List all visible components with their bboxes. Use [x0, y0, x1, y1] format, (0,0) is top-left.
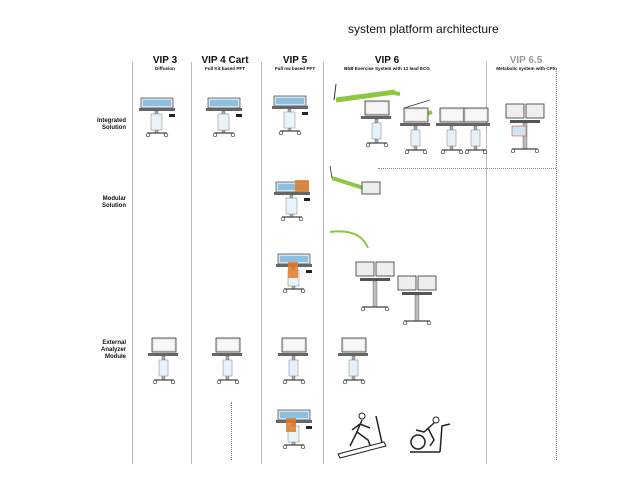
column-header-vip6: VIP 6 BbB Exercise System with 12 lead E… — [332, 55, 442, 71]
cart-icon — [138, 97, 176, 138]
column-title: VIP 4 Cart — [201, 55, 249, 66]
column-header-vip5: VIP 5 Full nw based PFT — [262, 55, 328, 71]
column-header-vip6-5: VIP 6.5 Metabolic system with CPX — [488, 55, 564, 71]
dotted-marker — [231, 402, 232, 460]
boom-arm-icon — [333, 83, 401, 103]
cart-icon — [205, 97, 243, 138]
monitor-icon — [360, 100, 392, 148]
column-subtitle: BbB Exercise System with 12 lead ECG — [344, 66, 430, 71]
column-divider — [261, 62, 262, 464]
column-title: VIP 6.5 — [509, 55, 543, 66]
monitor-icon — [397, 275, 437, 326]
column-header-vip4-cart: VIP 4 Cart Full Kit based PFT — [188, 55, 262, 71]
cart-icon — [271, 95, 309, 136]
monitor-icon — [355, 261, 395, 312]
column-title: VIP 5 — [282, 55, 308, 66]
column-divider — [191, 62, 192, 464]
cart-icon — [147, 337, 179, 385]
cart-icon — [399, 107, 431, 155]
column-title: VIP 3 — [152, 55, 178, 66]
cart-icon — [211, 337, 243, 385]
treadmill-icon — [337, 412, 387, 459]
cart-icon — [459, 107, 491, 155]
cycle-ergometer-icon — [410, 416, 451, 453]
column-subtitle: Diffusion — [155, 66, 175, 71]
column-subtitle: Metabolic system with CPX — [496, 66, 556, 71]
cart-icon — [277, 337, 309, 385]
column-title: VIP 6 — [374, 55, 400, 66]
cart-icon — [337, 337, 369, 385]
cart-icon — [435, 107, 467, 155]
column-subtitle: Full nw based PFT — [274, 66, 316, 71]
column-divider — [323, 62, 324, 464]
dotted-connector — [378, 168, 556, 169]
column-divider — [132, 62, 133, 464]
column-header-vip3: VIP 3 Diffusion — [135, 55, 195, 71]
column-divider-dotted — [556, 68, 557, 460]
column-subtitle: Full Kit based PFT — [204, 66, 246, 71]
column-divider — [486, 62, 487, 464]
page-title: system platform architecture — [348, 22, 499, 36]
